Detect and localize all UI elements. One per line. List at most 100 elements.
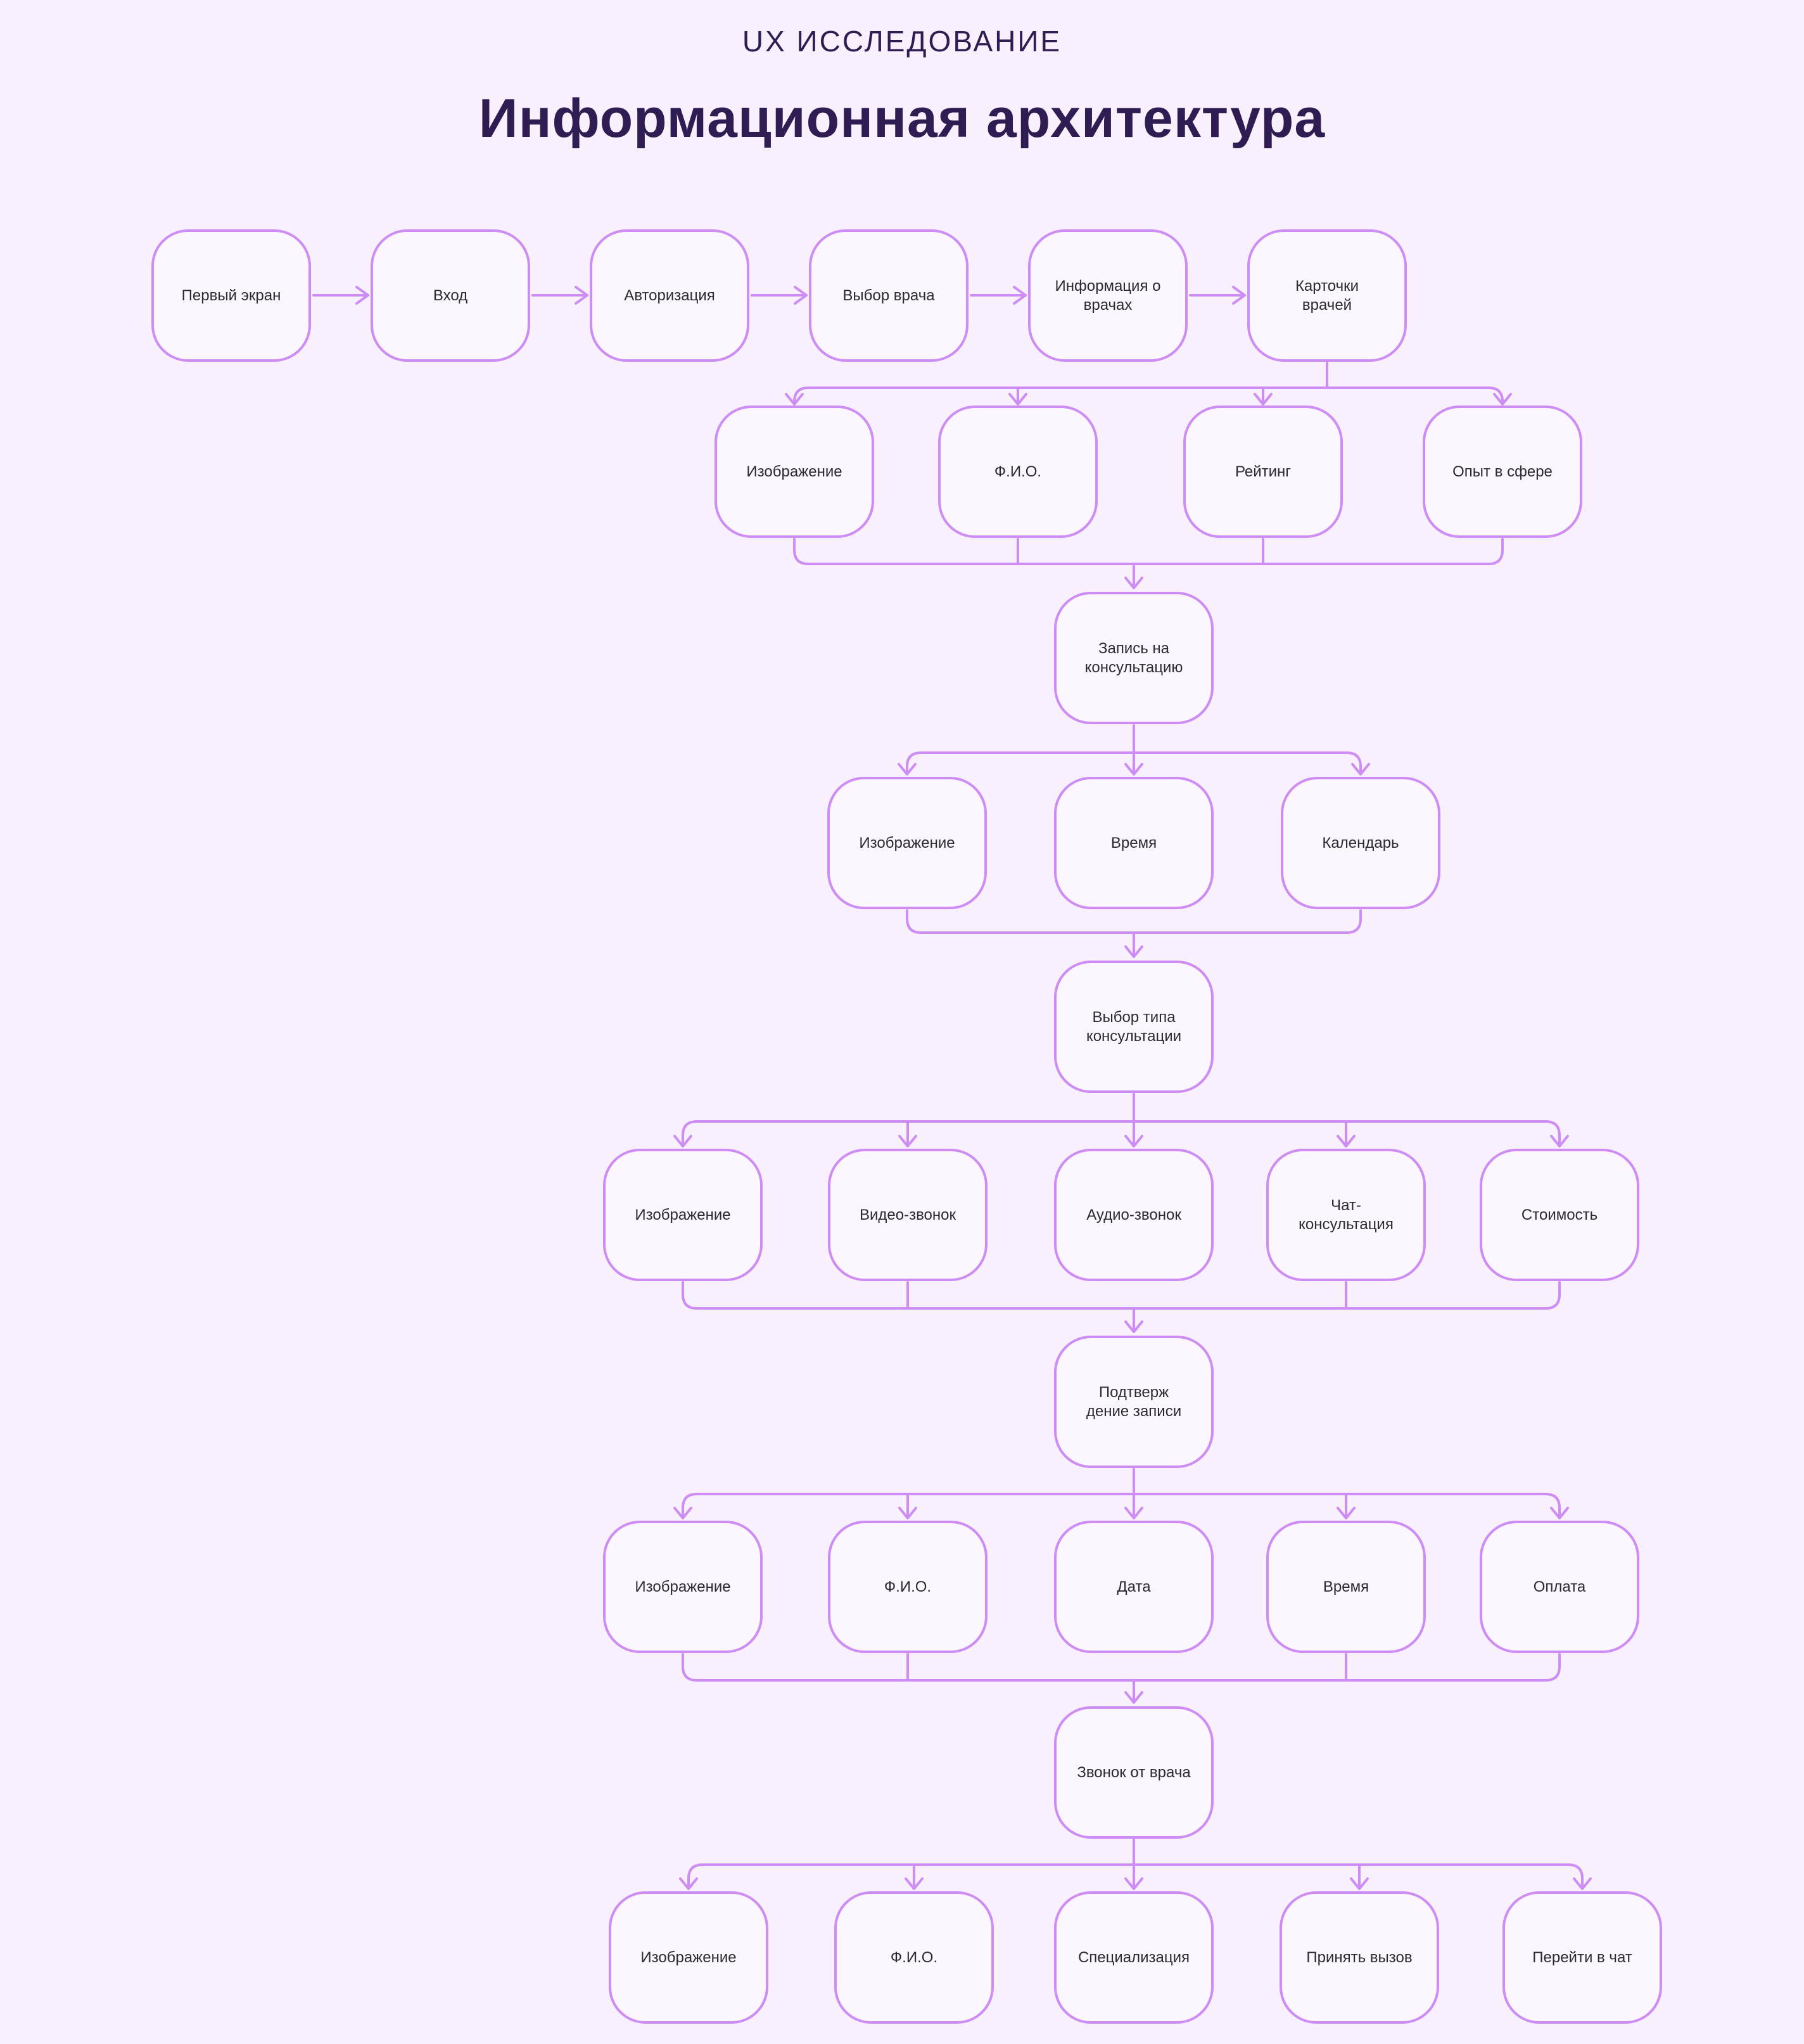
node-call-spec-label: Специализация	[1077, 1948, 1190, 1966]
arrow-down	[1550, 1135, 1569, 1147]
node-login-label: Вход	[433, 286, 468, 304]
arrow-down	[898, 1507, 917, 1519]
branch-confirmation	[673, 1468, 1569, 1519]
node-card-rating-label: Рейтинг	[1235, 463, 1292, 480]
node-card-experience-label: Опыт в сфере	[1452, 463, 1553, 480]
node-doctor-call: Звонок от врача	[1054, 1706, 1214, 1839]
node-confirm-image: Изображение	[603, 1521, 763, 1653]
node-doctor-cards-label: Карточки врачей	[1295, 278, 1359, 314]
node-video-call: Видео-звонок	[828, 1149, 988, 1281]
branch-bus	[687, 1863, 1584, 1889]
merge-to-consult-type	[906, 909, 1362, 958]
arrow-down	[1337, 1135, 1356, 1147]
arrow-down	[898, 763, 917, 776]
merge-side	[1133, 1281, 1561, 1310]
branch-bus	[906, 751, 1362, 775]
node-type-image: Изображение	[603, 1149, 763, 1281]
top-flow-arrows	[312, 286, 1246, 305]
node-confirm-date-label: Дата	[1117, 1578, 1151, 1595]
node-doctor-select: Выбор врача	[809, 229, 969, 362]
node-go-to-chat-label: Перейти в чат	[1532, 1948, 1632, 1966]
branch-consult-type	[673, 1093, 1569, 1147]
node-card-name: Ф.И.О.	[938, 406, 1098, 538]
node-doctor-call-label: Звонок от врача	[1077, 1763, 1191, 1781]
node-doctor-select-label: Выбор врача	[842, 286, 935, 304]
arrow-down	[1124, 1320, 1143, 1333]
node-booking-calendar: Календарь	[1281, 777, 1440, 909]
node-accept-call: Принять вызов	[1280, 1891, 1439, 2024]
arrow-down	[1337, 1507, 1356, 1519]
branch-doctor-cards	[785, 362, 1512, 406]
arrow-down	[1573, 1877, 1592, 1890]
node-call-image: Изображение	[609, 1891, 768, 2024]
arrow-down	[1350, 1877, 1369, 1890]
arrow-down	[1124, 1135, 1143, 1147]
arrow-right	[531, 286, 588, 305]
node-accept-call-label: Принять вызов	[1306, 1948, 1413, 1966]
node-confirmation-label: Подтверж дение записи	[1086, 1384, 1182, 1420]
node-confirm-name-label: Ф.И.О.	[884, 1578, 932, 1595]
node-auth: Авторизация	[590, 229, 749, 362]
arrow-down	[1008, 393, 1027, 406]
node-card-rating: Рейтинг	[1183, 406, 1343, 538]
merge-side	[1133, 1653, 1561, 1682]
merge-to-booking	[793, 538, 1504, 589]
node-audio-call-label: Аудио-звонок	[1086, 1206, 1181, 1223]
node-call-name-label: Ф.И.О.	[890, 1948, 938, 1966]
page-title: Информационная архитектура	[478, 88, 1326, 149]
node-call-spec: Специализация	[1054, 1891, 1214, 2024]
node-type-image-label: Изображение	[635, 1206, 731, 1223]
arrow-down	[679, 1877, 698, 1890]
arrow-right	[970, 286, 1027, 305]
node-confirmation: Подтверж дение записи	[1054, 1336, 1214, 1468]
node-card-name-label: Ф.И.О.	[994, 463, 1042, 480]
node-call-name: Ф.И.О.	[834, 1891, 994, 2024]
node-login: Вход	[371, 229, 530, 362]
arrow-down	[1124, 577, 1143, 589]
merge-to-confirmation	[682, 1281, 1561, 1333]
node-card-image: Изображение	[715, 406, 874, 538]
node-confirm-image-label: Изображение	[635, 1578, 731, 1595]
arrow-down	[673, 1135, 692, 1147]
branch-doctor-call	[679, 1839, 1592, 1890]
arrow-down	[1351, 763, 1370, 776]
node-booking-time-label: Время	[1110, 834, 1157, 852]
arrow-down	[1254, 393, 1273, 406]
merge-side	[682, 1281, 1135, 1310]
arrow-down	[1124, 945, 1143, 958]
node-doctor-info-label: Информация о врачах	[1055, 278, 1161, 314]
node-chat-consult: Чат- консультация	[1266, 1149, 1426, 1281]
arrow-down	[1124, 1507, 1143, 1519]
node-doctor-cards: Карточки врачей	[1247, 229, 1407, 362]
node-booking-label: Запись на консультацию	[1084, 640, 1183, 676]
node-confirm-date: Дата	[1054, 1521, 1214, 1653]
node-call-image-label: Изображение	[640, 1948, 737, 1966]
arrow-down	[1550, 1507, 1569, 1519]
arrow-down	[673, 1507, 692, 1519]
merge-side	[906, 909, 1135, 934]
branch-bus	[793, 386, 1504, 405]
arrow-down	[898, 1135, 917, 1147]
merge-side	[682, 1653, 1135, 1682]
branch-booking	[898, 724, 1370, 776]
node-consult-type: Выбор типа консультации	[1054, 961, 1214, 1093]
arrow-down	[1493, 393, 1512, 406]
node-confirm-time-label: Время	[1323, 1578, 1369, 1595]
branch-bus	[682, 1493, 1561, 1519]
node-auth-label: Авторизация	[624, 286, 715, 304]
merge-to-doctor-call	[682, 1653, 1561, 1704]
node-card-image-label: Изображение	[746, 463, 842, 480]
node-chat-consult-label: Чат- консультация	[1299, 1197, 1394, 1233]
arrow-right	[1189, 286, 1246, 305]
node-booking-image: Изображение	[827, 777, 987, 909]
node-audio-call: Аудио-звонок	[1054, 1149, 1214, 1281]
merge-side	[793, 538, 1135, 565]
node-first-screen-label: Первый экран	[181, 286, 281, 304]
node-confirm-payment: Оплата	[1480, 1521, 1639, 1653]
node-doctor-info: Информация о врачах	[1028, 229, 1188, 362]
branch-bus	[682, 1120, 1561, 1147]
node-confirm-time: Время	[1266, 1521, 1426, 1653]
arrow-right	[751, 286, 808, 305]
